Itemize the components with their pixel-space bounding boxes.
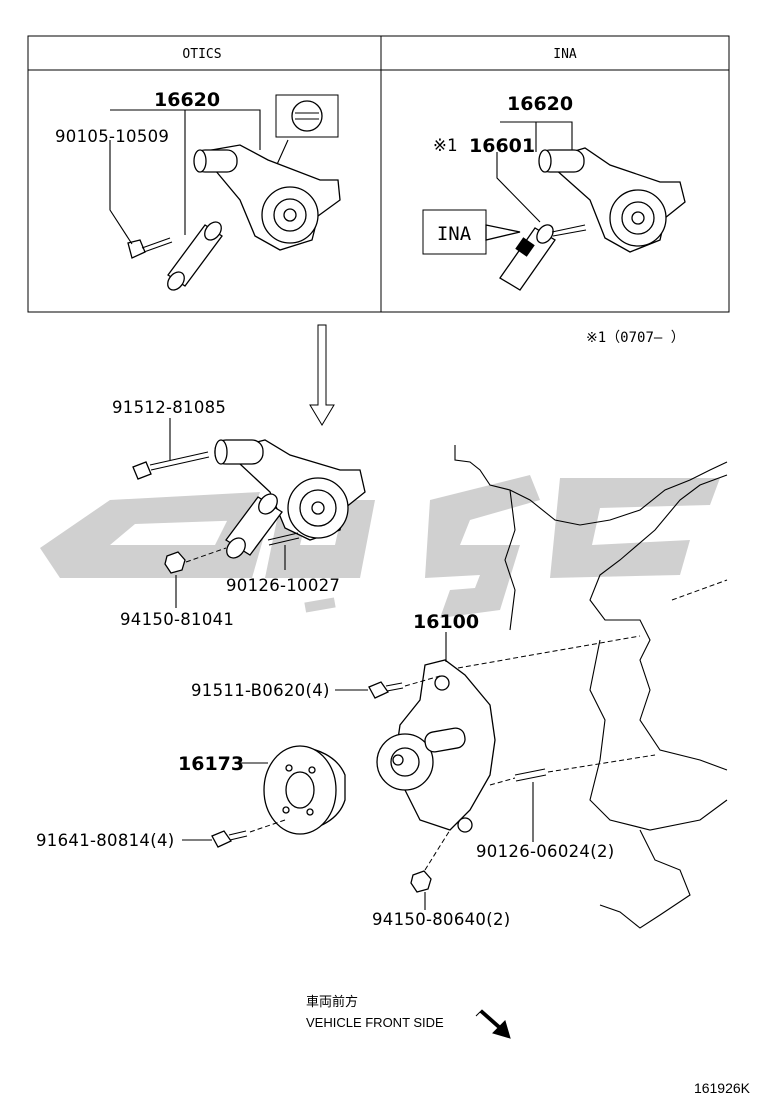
ina-tensioner-mark: ※1 bbox=[433, 136, 458, 155]
main-tensioner-drawing bbox=[132, 439, 366, 574]
diagram-id: 161926K bbox=[694, 1080, 751, 1096]
ina-tensioner-drawing bbox=[422, 147, 686, 291]
stud-number: 90126-10027 bbox=[226, 576, 340, 595]
pump-nut-number: 94150-80640(2) bbox=[372, 910, 511, 929]
ina-assembly-leader bbox=[500, 121, 573, 152]
pulley-drawing bbox=[211, 745, 346, 848]
header-ina: INA bbox=[553, 47, 577, 62]
ina-tensioner-leader bbox=[496, 152, 541, 223]
water-pump-number: 16100 bbox=[413, 611, 479, 633]
pulley-bolt-number: 91641-80814(4) bbox=[36, 831, 175, 850]
variant-table bbox=[27, 35, 730, 313]
footnote: ※1（0707— ） bbox=[586, 330, 685, 346]
ina-tag-label: INA bbox=[437, 223, 472, 245]
front-direction-arrow-icon bbox=[475, 1009, 511, 1039]
ina-tensioner-number: 16601 bbox=[469, 135, 535, 157]
pulley-number: 16173 bbox=[178, 753, 244, 775]
engine-block-outline bbox=[454, 445, 728, 929]
otics-bolt-leader bbox=[109, 140, 133, 245]
header-otics: OTICS bbox=[182, 47, 221, 62]
otics-assembly-number: 16620 bbox=[154, 89, 220, 111]
down-arrow-icon bbox=[309, 324, 335, 426]
direction-jp: 車両前方 bbox=[306, 994, 358, 1009]
watermark-logo bbox=[40, 475, 720, 618]
nut-number: 94150-81041 bbox=[120, 610, 234, 629]
pump-stud-number: 90126-06024(2) bbox=[476, 842, 615, 861]
otics-tensioner-drawing bbox=[127, 94, 341, 291]
bolt-long-number: 91512-81085 bbox=[112, 398, 226, 417]
otics-bolt-number: 90105-10509 bbox=[55, 127, 169, 146]
water-pump-drawing bbox=[368, 635, 656, 893]
direction-en: VEHICLE FRONT SIDE bbox=[306, 1015, 444, 1030]
pump-bolt-number: 91511-B0620(4) bbox=[191, 681, 330, 700]
ina-assembly-number: 16620 bbox=[507, 93, 573, 115]
otics-assembly-leader bbox=[110, 109, 261, 235]
